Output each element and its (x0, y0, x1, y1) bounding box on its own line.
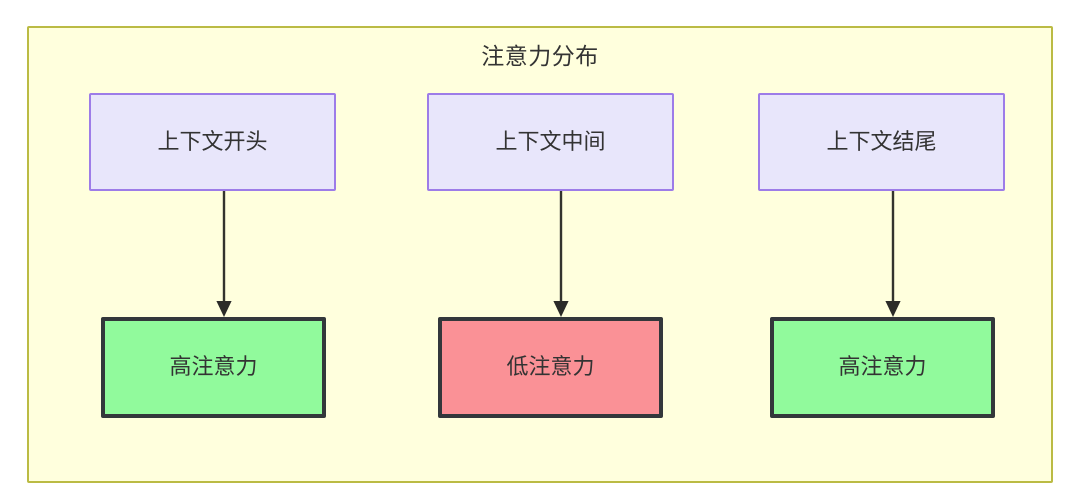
node-context-start[interactable]: 上下文开头 (89, 93, 336, 191)
subgraph-title: 注意力分布 (481, 43, 599, 69)
node-context-middle[interactable]: 上下文中间 (427, 93, 674, 191)
node-attention-high-right[interactable]: 高注意力 (770, 317, 995, 418)
node-attention-low-middle[interactable]: 低注意力 (438, 317, 663, 418)
node-context-end[interactable]: 上下文结尾 (758, 93, 1005, 191)
node-attention-high-left[interactable]: 高注意力 (101, 317, 326, 418)
